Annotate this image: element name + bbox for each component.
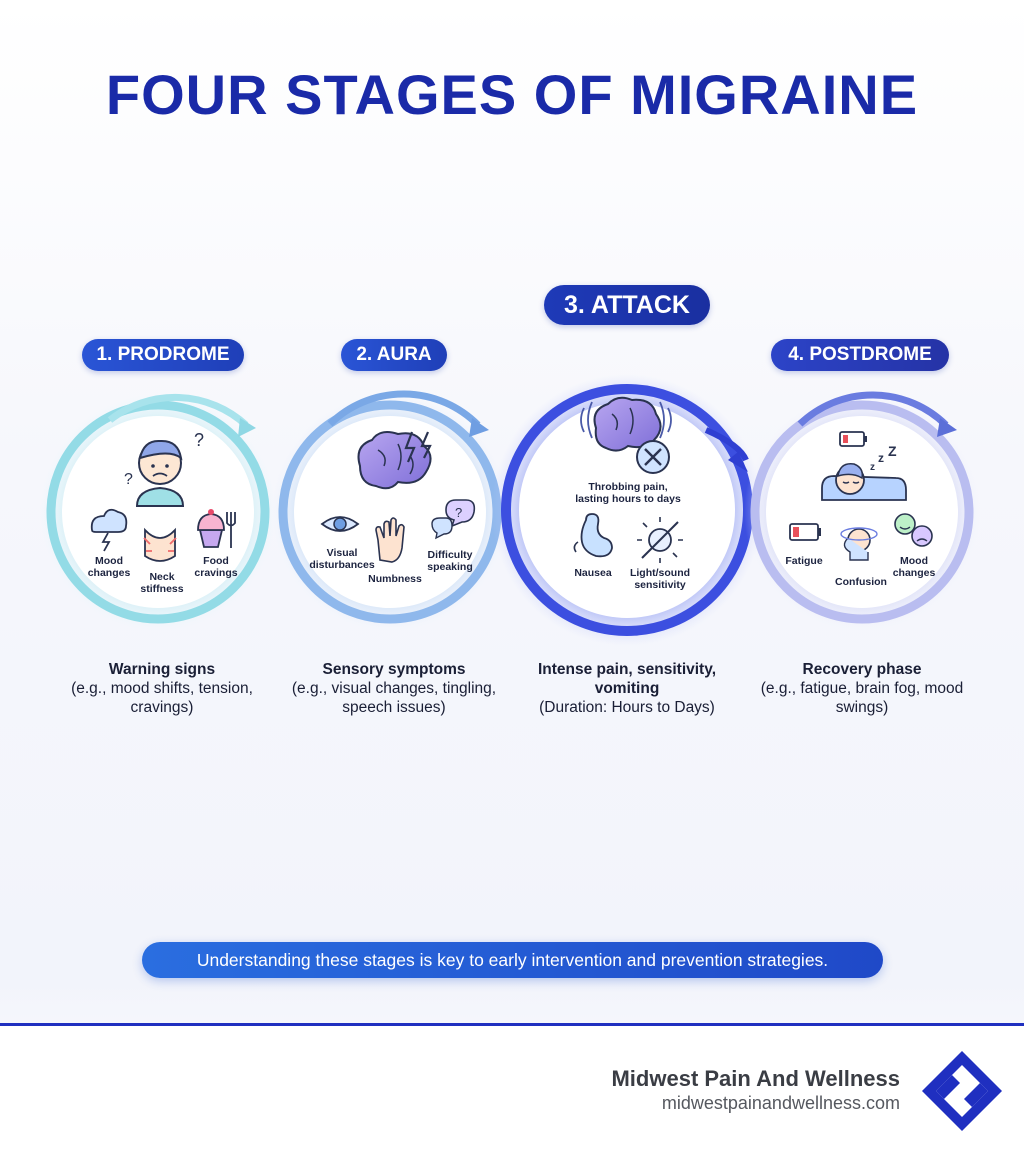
- nausea-icon: [573, 513, 613, 558]
- mood-faces-icon: [894, 513, 933, 547]
- fatigue-icon: [789, 523, 821, 541]
- stage-1-circle: [40, 393, 276, 630]
- stage-3-label: 3. ATTACK: [544, 285, 710, 325]
- stage-1-detail: (e.g., mood shifts, tension, cravings): [71, 680, 253, 716]
- numbness-icon: [375, 517, 405, 563]
- confusion-icon: [840, 527, 878, 561]
- stage-4-detail: (e.g., fatigue, brain fog, mood swings): [760, 680, 964, 716]
- neck-stiffness-icon: [143, 527, 177, 562]
- stage-4-circle: [744, 391, 980, 630]
- brand-url[interactable]: midwestpainandwellness.com: [661, 1093, 900, 1113]
- stage-1-heading: Warning signs: [108, 661, 216, 678]
- stage-4-description: Recovery phase (e.g., fatigue, brain fog…: [742, 660, 982, 717]
- brain-lightning-icon: [357, 431, 432, 490]
- stage-3-description: Intense pain, sensitivity, vomiting (Dur…: [507, 660, 747, 717]
- numbness-label: Numbness: [368, 573, 422, 585]
- footer: [0, 1026, 1024, 1154]
- stage-3-circle: [491, 374, 763, 646]
- throbbing-pain-label: Throbbing pain,lasting hours to days: [575, 481, 681, 505]
- light-sound-sensitivity-icon: [637, 517, 683, 563]
- sleeping-person-icon: z z Z: [821, 443, 907, 501]
- difficulty-speaking-icon: ?: [431, 499, 476, 540]
- stage-3-detail: (Duration: Hours to Days): [539, 699, 715, 716]
- stage-1-label: 1. PRODROME: [82, 339, 244, 371]
- stage-2-description: Sensory symptoms (e.g., visual changes, …: [274, 660, 514, 717]
- svg-text:z: z: [870, 462, 875, 473]
- svg-text:Z: Z: [888, 443, 897, 459]
- fatigue-label: Fatigue: [785, 555, 822, 567]
- stage-1-description: Warning signs (e.g., mood shifts, tensio…: [42, 660, 282, 717]
- svg-text:?: ?: [455, 505, 462, 520]
- food-cravings-icon: [197, 509, 236, 548]
- page-title: FOUR STAGES OF MIGRAINE: [105, 63, 919, 126]
- mood-changes-icon: [90, 508, 128, 552]
- footer-divider: [0, 1023, 1024, 1026]
- brand-name: Midwest Pain And Wellness: [611, 1066, 900, 1091]
- sad-person-icon: ? ?: [124, 430, 204, 507]
- stage-3-heading: Intense pain, sensitivity, vomiting: [537, 661, 716, 697]
- stage-4-heading: Recovery phase: [802, 661, 922, 678]
- visual-disturbances-icon: [320, 516, 360, 532]
- stage-2-label: 2. AURA: [341, 339, 447, 371]
- svg-text:z: z: [878, 451, 884, 465]
- low-battery-icon: [839, 431, 867, 447]
- svg-text:?: ?: [194, 430, 204, 450]
- stage-4-label: 4. POSTDROME: [771, 339, 949, 371]
- stage-2-circle: [272, 390, 508, 630]
- brand-logo-icon: [922, 1051, 1002, 1131]
- brand-block: Midwest Pain And Wellness midwestpainand…: [611, 1066, 900, 1114]
- stage-2-heading: Sensory symptoms: [322, 661, 466, 678]
- nausea-label: Nausea: [574, 567, 612, 579]
- svg-text:?: ?: [124, 471, 133, 488]
- confusion-label: Confusion: [835, 576, 887, 588]
- throbbing-pain-icon: [580, 396, 672, 474]
- summary-banner: Understanding these stages is key to ear…: [142, 942, 883, 978]
- stage-2-detail: (e.g., visual changes, tingling, speech …: [291, 680, 497, 716]
